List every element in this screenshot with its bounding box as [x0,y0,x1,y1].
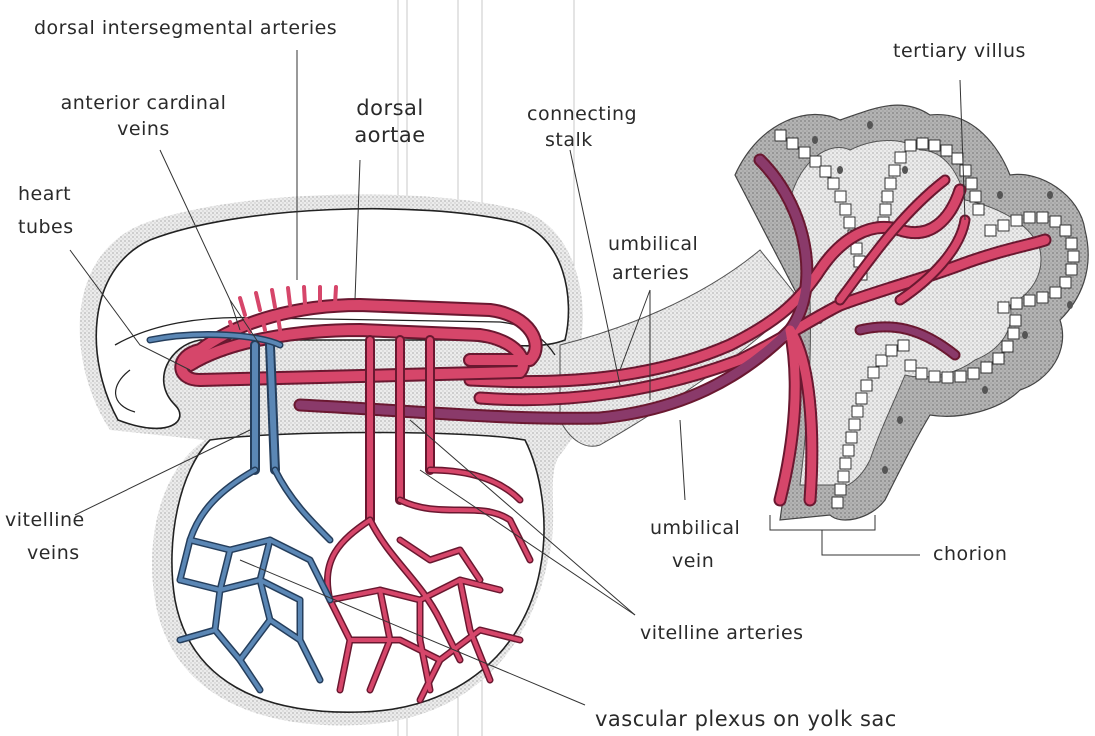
label-heart-tubes-line1: heart [18,183,71,206]
label-umbilical-vein-line2: vein [672,550,714,573]
label-vitelline-arteries: vitelline arteries [640,622,804,645]
label-connecting-stalk-line2: stalk [545,129,593,152]
label-umbilical-arteries-line1: umbilical [608,233,698,256]
label-dorsal-aortae-line2: aortae [340,124,440,147]
label-umbilical-arteries-line2: arteries [612,262,689,285]
label-anterior-cardinal-veins-line2: veins [36,118,251,141]
label-vitelline-veins-line1: vitelline [5,509,85,532]
label-vitelline-veins-line2: veins [27,542,80,565]
label-umbilical-vein-line1: umbilical [650,517,740,540]
label-chorion: chorion [933,543,1007,566]
label-dorsal-intersegmental-arteries: dorsal intersegmental arteries [34,17,337,40]
label-anterior-cardinal-veins-line1: anterior cardinal [36,92,251,115]
label-vascular-plexus-on-yolk-sac: vascular plexus on yolk sac [595,708,897,731]
label-dorsal-aortae-line1: dorsal [340,97,440,120]
label-tertiary-villus: tertiary villus [893,40,1026,63]
label-heart-tubes-line2: tubes [18,216,74,239]
embryo-outline [80,194,602,725]
label-connecting-stalk-line1: connecting [527,103,637,126]
